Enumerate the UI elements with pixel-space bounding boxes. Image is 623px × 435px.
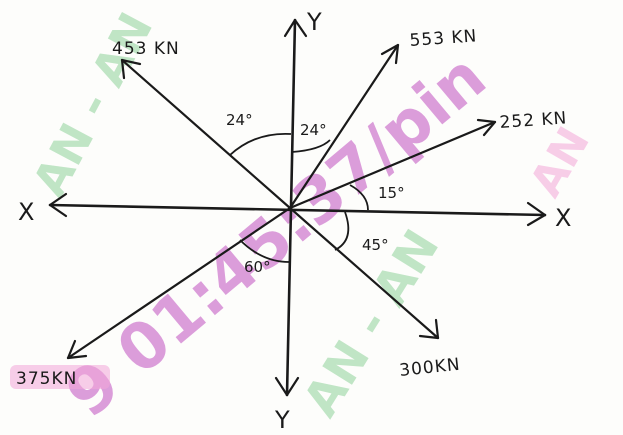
axes: X X Y Y (18, 8, 571, 434)
x-axis-left-arrowhead (48, 192, 68, 218)
vector-375 (66, 206, 292, 360)
arc-45 (334, 211, 350, 251)
label-453-kn: 453 KN (112, 39, 180, 59)
angle-arcs (229, 132, 369, 263)
arc-60 (239, 239, 290, 263)
label-angle-15: 15° (378, 184, 405, 202)
vector-300 (288, 206, 440, 340)
label-553-kn: 553 KN (409, 26, 478, 51)
highlight-375 (10, 365, 110, 389)
x-axis-right-arrowhead (526, 201, 547, 227)
label-angle-60: 60° (244, 258, 271, 276)
vector-252-arrowhead (476, 118, 497, 137)
label-252-kn: 252 KN (499, 108, 568, 133)
axis-label-y-top: Y (306, 8, 322, 36)
label-angle-45: 45° (362, 236, 389, 254)
y-axis-bottom-arrowhead (274, 376, 300, 397)
watermark-text-1: AN - AN (22, 4, 163, 205)
label-angle-24-right: 24° (300, 121, 327, 139)
arc-24-right (291, 139, 331, 153)
axis-label-x-right: X (555, 204, 571, 232)
force-vectors (66, 43, 497, 360)
arc-24-left (229, 132, 292, 156)
arc-15 (349, 184, 369, 211)
vector-453 (120, 58, 292, 210)
vector-252 (288, 120, 497, 210)
label-300-kn: 300KN (398, 355, 461, 381)
vector-553 (288, 43, 400, 210)
vector-553-arrowhead (380, 43, 400, 65)
angle-labels: 24° 24° 15° 45° 60° (226, 111, 405, 276)
y-axis-top-arrowhead (283, 18, 308, 38)
label-angle-24-left: 24° (226, 111, 253, 129)
vector-375-arrowhead (66, 339, 88, 360)
axis-label-y-bottom: Y (274, 406, 290, 434)
vector-453-arrowhead (120, 58, 142, 80)
x-axis-line (48, 203, 547, 217)
axis-label-x-left: X (18, 198, 34, 226)
label-375-kn: 375KN (16, 369, 77, 389)
vector-300-arrowhead (418, 318, 440, 340)
watermark-text-4: AN (520, 119, 600, 206)
